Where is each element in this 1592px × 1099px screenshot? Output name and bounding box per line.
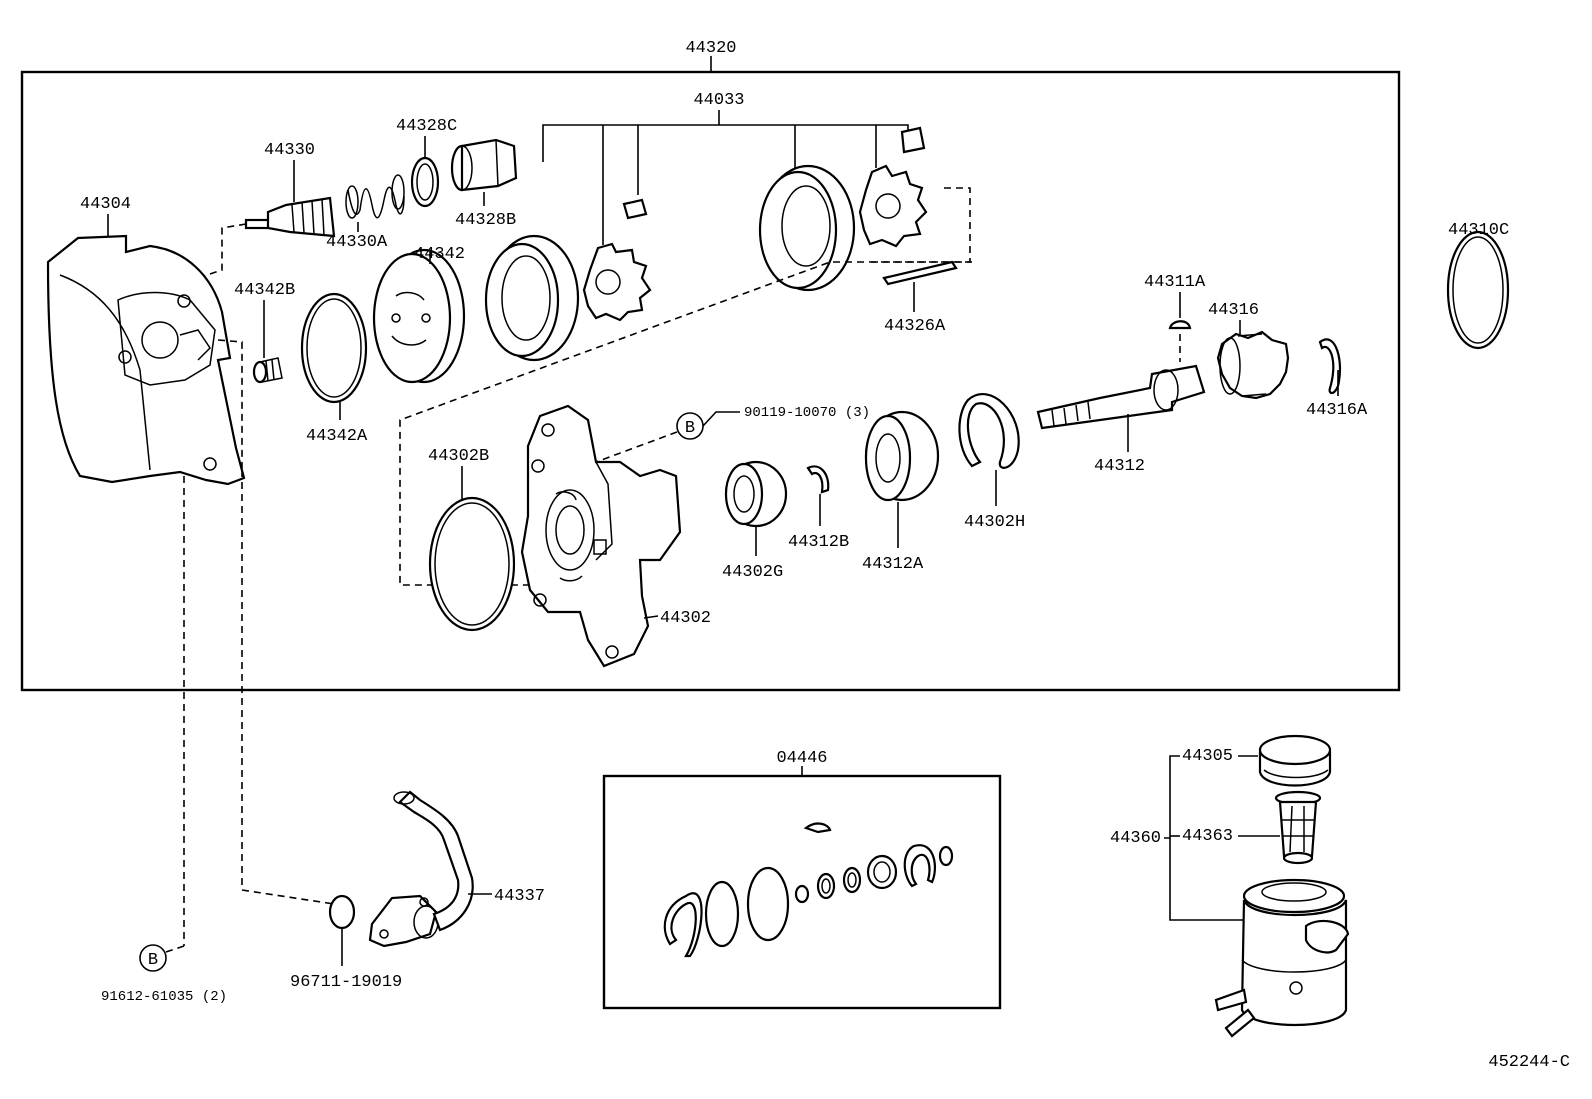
spring-44342B[interactable]	[252, 357, 283, 384]
cam-ring-44033-front[interactable]	[484, 234, 580, 362]
label-91612-61035: 91612-61035 (2)	[101, 989, 227, 1005]
spring-44330A[interactable]	[345, 174, 405, 219]
rotor-44033-rear[interactable]	[858, 164, 928, 248]
vane-44033-front[interactable]	[622, 198, 648, 220]
label-44302: 44302	[660, 609, 711, 628]
gear-44316[interactable]	[1216, 330, 1290, 400]
vane-44033-rear[interactable]	[900, 126, 926, 154]
label-44337: 44337	[494, 887, 545, 906]
pin-44326A[interactable]	[882, 260, 958, 286]
bearing-44302G[interactable]	[724, 460, 788, 528]
reservoir-cap-44305[interactable]	[1258, 734, 1332, 787]
label-44302B: 44302B	[428, 447, 489, 466]
label-44320: 44320	[685, 39, 736, 58]
o-ring-96711-19019[interactable]	[328, 894, 356, 930]
label-44342B: 44342B	[234, 281, 295, 300]
label-44316: 44316	[1208, 301, 1259, 320]
label-44326A: 44326A	[884, 317, 946, 336]
label-44312A: 44312A	[862, 555, 924, 574]
strainer-44363[interactable]	[1274, 790, 1322, 865]
callout-b-letter-2: B	[148, 951, 158, 970]
label-44342A: 44342A	[306, 427, 368, 446]
label-44312: 44312	[1094, 457, 1145, 476]
rotor-44033-front[interactable]	[582, 242, 652, 322]
label-90119-10070: 90119-10070 (3)	[744, 405, 870, 421]
key-44311A[interactable]	[1168, 320, 1192, 330]
suction-port-union-44337[interactable]	[368, 790, 474, 948]
callout-b-union	[139, 944, 167, 972]
gasket-kit-parts[interactable]	[663, 822, 954, 958]
reservoir-tank[interactable]	[1214, 878, 1350, 1038]
label-44302G: 44302G	[722, 563, 783, 582]
label-44363: 44363	[1182, 827, 1233, 846]
label-44305: 44305	[1182, 747, 1233, 766]
label-44330A: 44330A	[326, 233, 388, 252]
label-44328C: 44328C	[396, 117, 457, 136]
label-04446: 04446	[776, 749, 827, 768]
label-44330: 44330	[264, 141, 315, 160]
o-ring-44328C[interactable]	[410, 156, 440, 208]
label-44033: 44033	[693, 91, 744, 110]
label-44312B: 44312B	[788, 533, 849, 552]
o-ring-44310C[interactable]	[1446, 230, 1510, 350]
label-44302H: 44302H	[964, 513, 1025, 532]
label-44304: 44304	[80, 195, 131, 214]
label-44342: 44342	[414, 245, 465, 264]
figure-id: 452244-C	[1488, 1053, 1570, 1072]
label-44310C: 44310C	[1448, 221, 1509, 240]
label-44360: 44360	[1110, 829, 1161, 848]
pump-housing-44304[interactable]	[46, 234, 246, 486]
pressure-plate-44342[interactable]	[372, 248, 466, 384]
cam-ring-44033-rear[interactable]	[758, 164, 856, 292]
label-44316A: 44316A	[1306, 401, 1368, 420]
callout-b-letter: B	[685, 419, 695, 438]
label-44328B: 44328B	[455, 211, 516, 230]
flow-valve-44330[interactable]	[244, 196, 336, 238]
gasket-kit-box-04446	[602, 774, 1002, 1010]
plug-44328B[interactable]	[450, 138, 518, 192]
bearing-44312A[interactable]	[864, 410, 940, 502]
label-96711-19019: 96711-19019	[290, 973, 402, 992]
snap-ring-44316A[interactable]	[1318, 338, 1342, 395]
label-44311A: 44311A	[1144, 273, 1206, 292]
o-ring-44302B[interactable]	[428, 496, 516, 632]
shaft-44312[interactable]	[1036, 364, 1206, 430]
front-housing-44302[interactable]	[520, 404, 682, 668]
snap-ring-44312B[interactable]	[806, 465, 830, 494]
snap-ring-44302H[interactable]	[958, 393, 1020, 469]
o-ring-44342A[interactable]	[300, 292, 368, 404]
